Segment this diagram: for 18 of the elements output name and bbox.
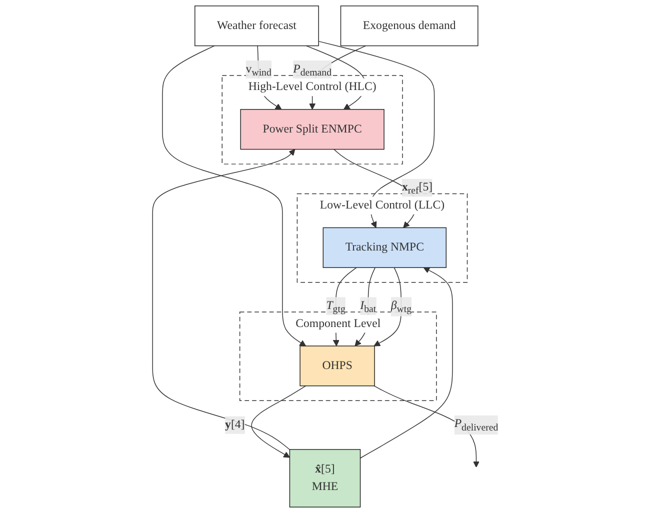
edge-label: I$_{bat}$ (360, 299, 376, 314)
edge-label: T$_{gtg}$ (326, 299, 346, 314)
edge-label: P$_{delivered}$ (454, 418, 498, 433)
arrow (251, 386, 306, 458)
edge-label: P$_{demand}$ (293, 62, 332, 78)
node-box: Power Split ENMPC (240, 109, 384, 150)
edge-label: y[4] (225, 418, 245, 431)
arrow (152, 149, 296, 450)
node-box: x̂[5] MHE (289, 449, 361, 508)
node-box: Weather forecast (194, 6, 319, 46)
edge-label: x$_{ref}$[5] (402, 181, 433, 196)
arrow (374, 267, 402, 346)
node-box: Exogenous demand (340, 6, 478, 46)
node-box: OHPS (300, 346, 375, 386)
node-box: Tracking NMPC (322, 227, 447, 268)
arrow (360, 267, 453, 458)
edge-label: β$_{wtg}$ (390, 299, 412, 314)
edge-label: v$_{wind}$ (246, 62, 272, 78)
